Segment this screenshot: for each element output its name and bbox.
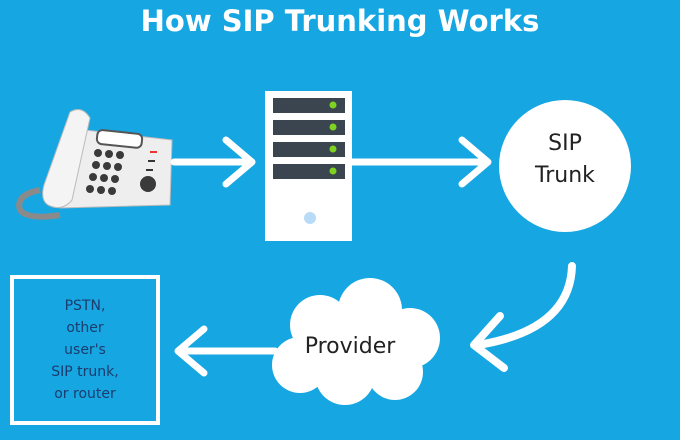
arrow-provider-to-destination (174, 325, 279, 377)
destination-line: PSTN, (64, 298, 106, 314)
page-title: How SIP Trunking Works (140, 4, 540, 38)
destination-line: other (66, 320, 104, 336)
provider-label: Provider (304, 334, 396, 359)
arrow-server-to-sip-trunk (348, 136, 492, 188)
sip-trunk-line: Trunk (535, 163, 595, 188)
arrow-phone-to-server (170, 136, 256, 188)
sip-trunk-line: SIP (548, 131, 582, 156)
provider-cloud (272, 278, 440, 405)
destination-line: SIP trunk, (51, 364, 119, 380)
sip-trunk-node (499, 100, 631, 232)
sip-trunk-label: SIP Trunk (500, 128, 630, 192)
desk-phone-icon (16, 109, 173, 220)
server-icon (265, 91, 352, 241)
arrow-sip-trunk-to-provider (470, 262, 576, 372)
destination-line: user's (64, 342, 106, 358)
destination-line: or router (54, 386, 116, 402)
destination-box: PSTN, other user's SIP trunk, or router (10, 275, 160, 425)
